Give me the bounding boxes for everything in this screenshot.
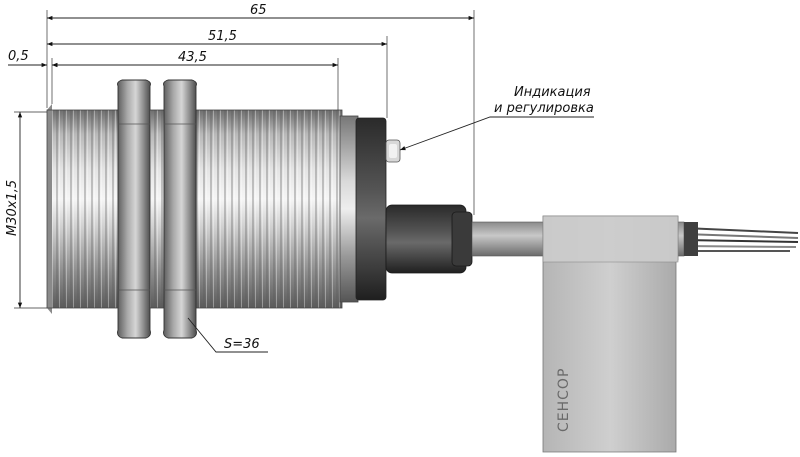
nut-size-label: S=36 [224, 337, 260, 352]
flange-ring [355, 117, 387, 301]
dimension-thread: 43,5 [52, 50, 338, 68]
callout-line-1: Индикация [514, 85, 591, 100]
dim-body-length: 51,5 [208, 29, 237, 44]
dim-chamfer: 0,5 [8, 49, 29, 64]
dim-thread-length: 43,5 [178, 50, 207, 65]
tag-brand-label: СЕНСОР [556, 368, 572, 432]
dim-thread-spec: M30x1,5 [5, 180, 20, 236]
extension-lines [14, 10, 475, 309]
lock-nut-left [117, 79, 151, 339]
dimension-overall: 65 [47, 3, 474, 21]
cable-gland [385, 204, 473, 274]
dimension-thread-diameter: M30x1,5 [5, 112, 23, 308]
callout-line-2: и регулировка [494, 101, 594, 116]
indication-callout: Индикация и регулировка [399, 85, 594, 151]
cable-tag: СЕНСОР [542, 215, 679, 453]
nut-size-callout: S=36 [187, 317, 268, 353]
lock-nut-right [163, 79, 197, 339]
dim-overall-length: 65 [250, 3, 267, 18]
dimension-body: 51,5 [47, 29, 387, 47]
dimension-chamfer: 0,5 [8, 49, 80, 68]
body-collar [339, 115, 359, 303]
led-indicator [385, 139, 401, 163]
